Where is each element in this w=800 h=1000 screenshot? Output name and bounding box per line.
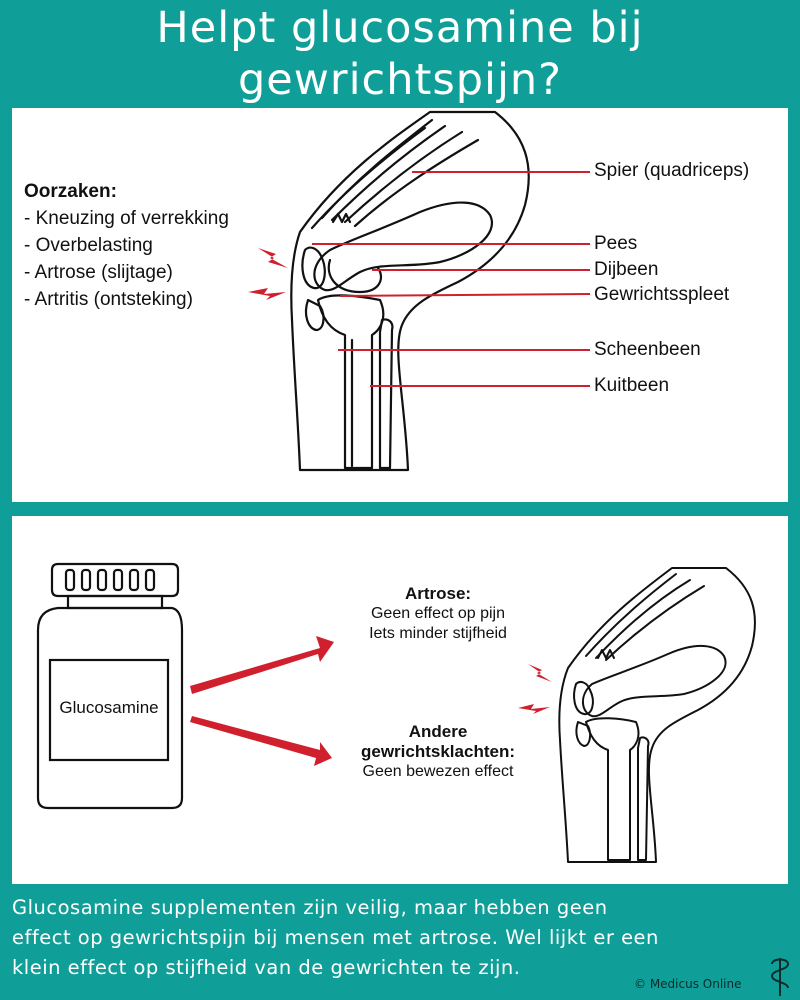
cause-item: - Kneuzing of verrekking [24, 208, 229, 229]
effect-arthrosis-line: Iets minder stijfheid [369, 625, 507, 642]
footer-line: klein effect op stijfheid van de gewrich… [12, 956, 521, 979]
label-tibia: Scheenbeen [594, 339, 701, 360]
label-femur: Dijbeen [594, 259, 659, 280]
cause-item: - Artritis (ontsteking) [24, 289, 193, 310]
page-title: Helpt glucosamine bij gewrichtspijn? [0, 2, 800, 106]
bottle-label: Glucosamine [59, 698, 159, 717]
causes-list: Oorzaken: - Kneuzing of verrekking - Ove… [24, 178, 229, 313]
copyright-credit: © Medicus Online [634, 977, 742, 991]
pain-bolt-icon [248, 248, 288, 300]
effect-arthrosis-line: Geen effect op pijn [370, 605, 506, 622]
label-fibula: Kuitbeen [594, 375, 670, 396]
title-line-1: Helpt glucosamine bij [156, 3, 644, 53]
footer-line: effect op gewrichtspijn bij mensen met a… [12, 926, 659, 949]
causes-heading: Oorzaken: [24, 181, 117, 202]
knee-illustration-small [558, 567, 756, 863]
label-muscle: Spier (quadriceps) [594, 160, 750, 181]
supplement-bottle [36, 562, 184, 810]
pain-bolt-icon [518, 664, 552, 714]
cause-item: - Overbelasting [24, 235, 153, 256]
effect-other: Andere gewrichtsklachten: Geen bewezen e… [318, 722, 558, 782]
title-line-2: gewrichtspijn? [238, 55, 562, 105]
footer-line: Glucosamine supplementen zijn veilig, ma… [12, 896, 608, 919]
effect-arthrosis-heading: Artrose: [404, 584, 472, 603]
logo-icon [770, 958, 790, 996]
effect-arthrosis: Artrose: Geen effect op pijn Iets minder… [318, 584, 558, 644]
label-tendon: Pees [594, 233, 638, 254]
effect-other-line: Geen bewezen effect [362, 763, 514, 780]
anatomy-leader-lines [312, 171, 591, 387]
cause-item: - Artrose (slijtage) [24, 262, 173, 283]
knee-illustration [290, 110, 530, 472]
label-joint-space: Gewrichtsspleet [594, 284, 730, 305]
arrow-icon [190, 636, 334, 766]
effect-other-heading: gewrichtsklachten: [361, 742, 515, 761]
anatomy-panel [12, 108, 788, 502]
effect-other-heading: Andere [408, 722, 468, 741]
footer-text: Glucosamine supplementen zijn veilig, ma… [12, 893, 792, 983]
